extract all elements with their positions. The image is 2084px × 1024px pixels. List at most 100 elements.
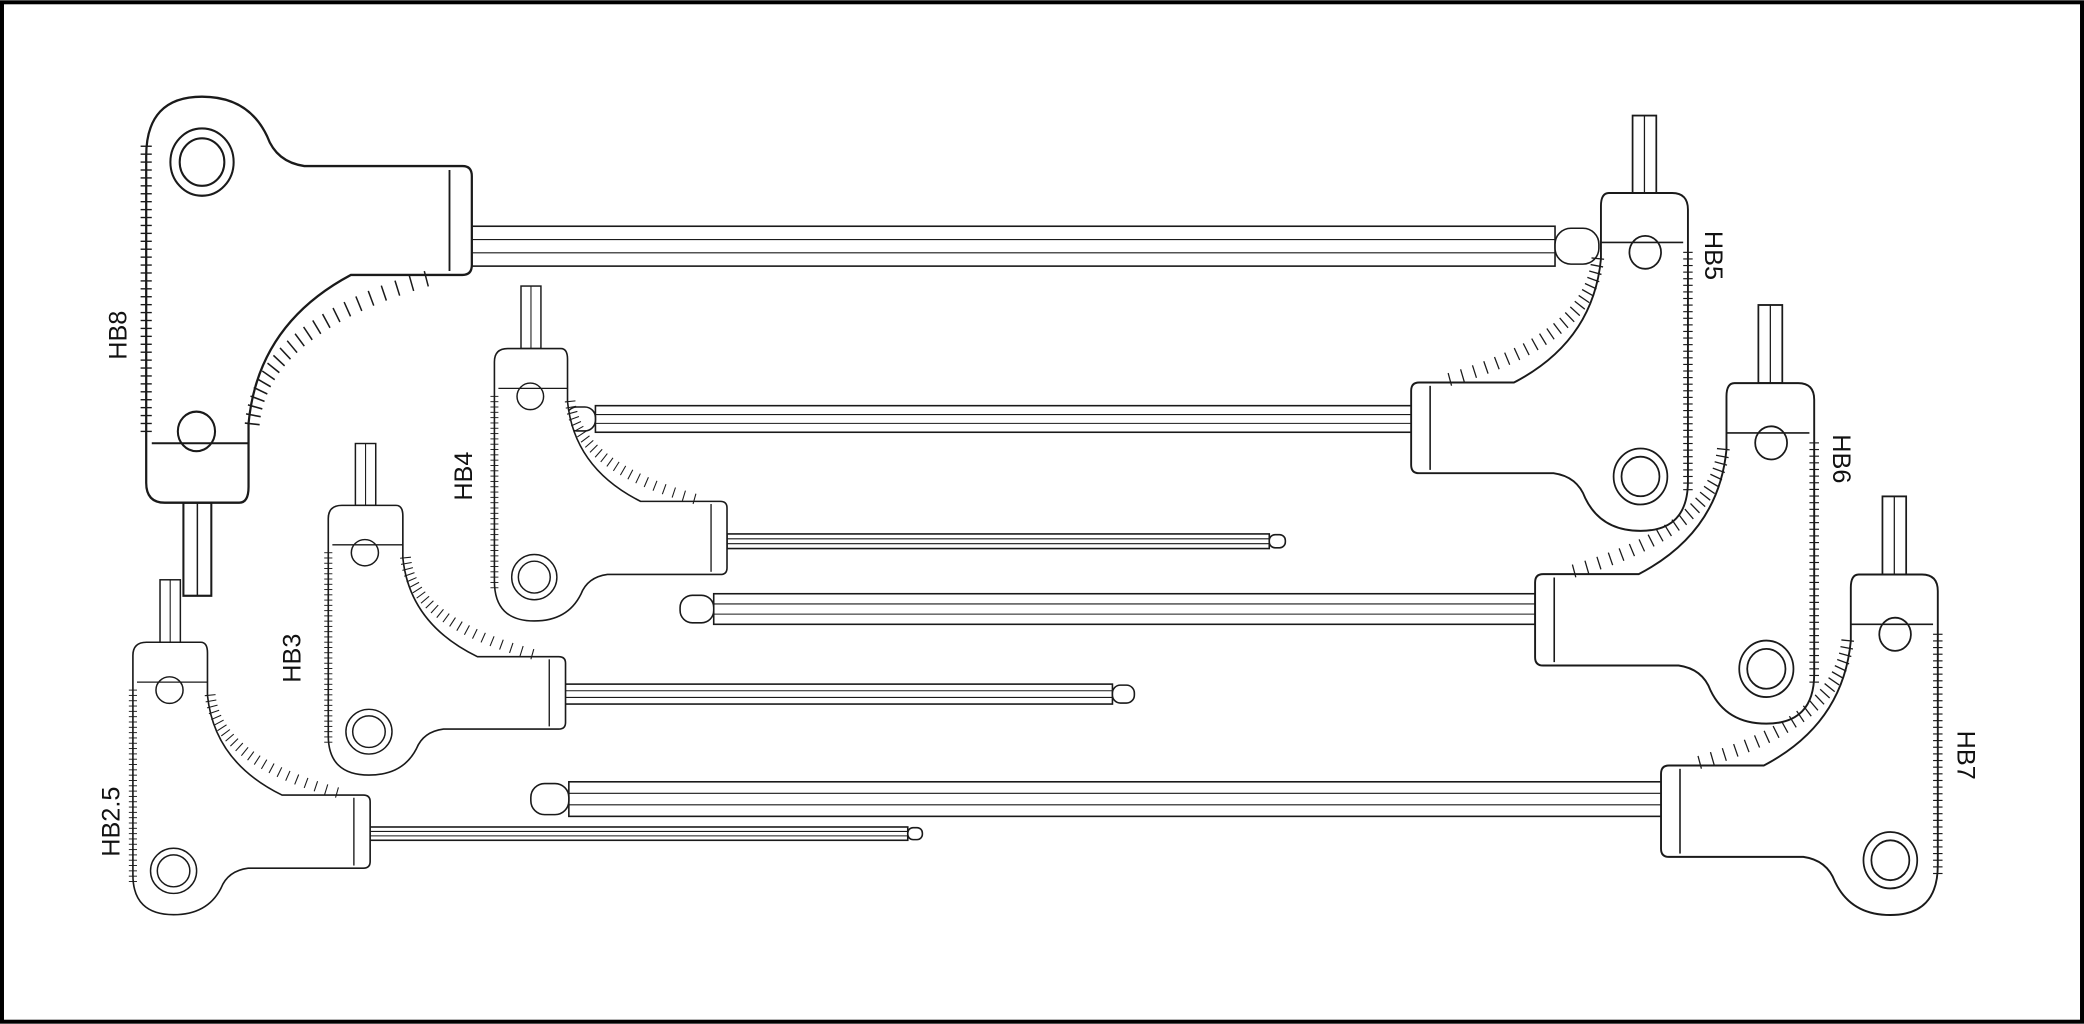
- grip-ridge: [499, 639, 504, 650]
- grip-ridge: [1656, 529, 1664, 542]
- grip-ridge: [279, 347, 292, 360]
- grip-ridge: [240, 746, 249, 756]
- grip-ridge: [1721, 747, 1727, 761]
- grip-ridge: [260, 759, 268, 770]
- hex-key-hb8: [140, 95, 1600, 597]
- large-hole: [169, 127, 235, 197]
- small-hole: [155, 676, 184, 705]
- shaft: [568, 781, 1663, 818]
- grip-ridge: [1571, 564, 1577, 578]
- hex-key-hb2-5: [128, 579, 924, 916]
- grip-ridge: [204, 694, 216, 697]
- grip-ridge: [1819, 688, 1831, 699]
- grip-ridge: [1581, 288, 1594, 297]
- grip-ridge: [420, 595, 430, 604]
- grip-ridge: [1553, 322, 1562, 335]
- grip-ridge: [404, 572, 415, 577]
- grip-ridge: [1578, 294, 1590, 304]
- grip-ridge: [1471, 365, 1478, 379]
- grip-ridge: [1695, 497, 1706, 508]
- grip-ridge: [1772, 725, 1780, 739]
- handle-outline: [1534, 382, 1816, 725]
- grip-ridge: [335, 787, 339, 798]
- handle-outline: [132, 641, 371, 916]
- grip-ridge: [509, 642, 514, 654]
- small-hole: [1754, 425, 1788, 461]
- large-hole: [1612, 447, 1669, 506]
- grip-ridge: [313, 781, 319, 792]
- grip-ridge: [285, 770, 291, 781]
- grip-ridge: [423, 270, 430, 287]
- label-hb5: HB5: [1699, 231, 1727, 280]
- large-hole: [510, 553, 558, 601]
- grip-ridge: [580, 435, 590, 443]
- grip-ridge: [449, 617, 456, 627]
- grip-ridge: [627, 469, 634, 480]
- small-hole: [176, 410, 217, 453]
- grip-ridge: [568, 416, 580, 421]
- grip-ridge: [573, 425, 584, 432]
- grip-ridge: [1589, 270, 1602, 276]
- grip-ridge: [564, 400, 576, 403]
- small-hole: [516, 382, 545, 411]
- grip-ridge: [1802, 705, 1812, 717]
- grip-ridge: [244, 422, 260, 426]
- large-hole: [345, 708, 393, 755]
- grip-ridge: [1697, 755, 1703, 769]
- hex-key-hb6: [679, 304, 1819, 725]
- grip-ridge: [1796, 710, 1805, 723]
- grip-ridge: [1831, 671, 1844, 679]
- grip-ridge: [463, 625, 470, 635]
- grip-ridge: [355, 296, 363, 312]
- grip-ridge: [294, 333, 305, 347]
- ball-end: [1268, 533, 1287, 549]
- grip-ridge: [1628, 543, 1636, 557]
- grip-ridge: [594, 448, 603, 458]
- ball-end: [906, 826, 924, 841]
- large-hole: [149, 847, 198, 895]
- grip-ridge: [436, 609, 444, 618]
- handle: [324, 442, 567, 776]
- grip-ridge: [661, 484, 667, 495]
- shaft: [564, 683, 1114, 705]
- hex-key-hb4: [490, 285, 1287, 622]
- grip-ridge: [1483, 361, 1489, 374]
- grip-ridge: [1837, 658, 1850, 665]
- grip-ridge: [1522, 343, 1530, 356]
- grip-ridge: [1546, 328, 1555, 340]
- grip-ridge: [1703, 485, 1716, 495]
- grip-ridge: [235, 742, 244, 752]
- grip-ridge: [1574, 300, 1586, 310]
- grip-ridge: [211, 714, 222, 721]
- grip-ridge: [257, 378, 272, 388]
- grip-ridge: [1715, 454, 1729, 459]
- grip-ridge: [530, 648, 535, 660]
- grip-ridge: [1569, 306, 1581, 317]
- grip-ridge: [400, 556, 411, 559]
- grip-ridge: [612, 461, 620, 472]
- label-hb3: HB3: [278, 634, 306, 683]
- large-hole-inner: [1746, 647, 1787, 690]
- grip-ridge: [1459, 369, 1465, 383]
- grip-ridge: [1647, 534, 1655, 547]
- large-hole-inner: [1870, 839, 1911, 882]
- grip-ridge: [416, 591, 426, 599]
- handle: [1534, 304, 1819, 725]
- handle-outline: [327, 504, 567, 776]
- grip-ridge: [489, 636, 495, 647]
- large-hole-inner: [156, 854, 191, 888]
- grip-ridge: [1584, 282, 1597, 290]
- grip-ridge: [205, 699, 217, 703]
- handle-outline: [493, 347, 728, 622]
- grip-ridge: [250, 395, 265, 403]
- grip-ridge: [584, 439, 594, 448]
- grip-ridge: [247, 751, 255, 761]
- grip-ridge: [1590, 263, 1604, 268]
- grip-ridge: [400, 561, 412, 565]
- grip-ridge: [332, 307, 341, 323]
- grip-ridge: [577, 430, 587, 438]
- grip-ridge: [1671, 519, 1680, 531]
- grip-ridge: [324, 784, 329, 795]
- shaft: [712, 592, 1536, 626]
- large-hole-inner: [1620, 455, 1661, 498]
